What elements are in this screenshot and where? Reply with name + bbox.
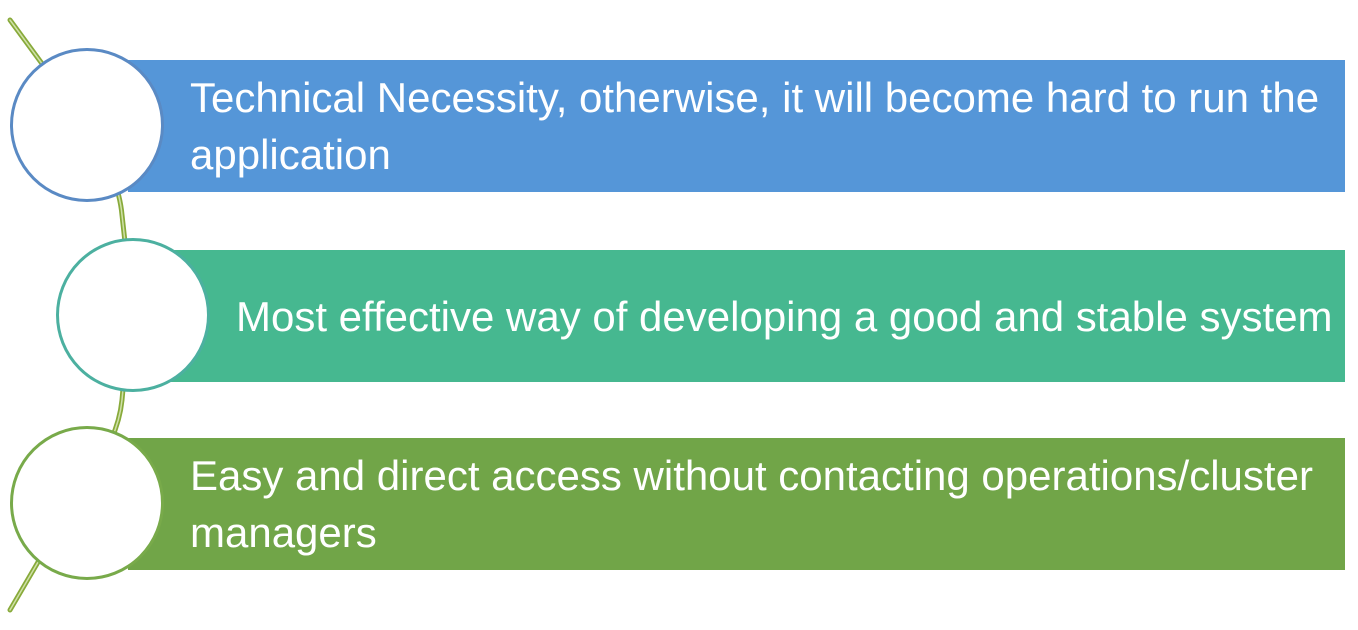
list-item-2-text: Most effective way of developing a good …: [236, 292, 1333, 340]
list-item-1: Technical Necessity, otherwise, it will …: [128, 60, 1345, 192]
list-item-2: Most effective way of developing a good …: [128, 250, 1345, 382]
list-item-3-text: Easy and direct access without contactin…: [190, 452, 1313, 556]
list-item-2-circle: [56, 238, 210, 392]
list-item-1-circle: [10, 48, 164, 202]
list-item-3: Easy and direct access without contactin…: [128, 438, 1345, 570]
list-item-3-circle: [10, 426, 164, 580]
list-item-1-text: Technical Necessity, otherwise, it will …: [190, 74, 1320, 178]
